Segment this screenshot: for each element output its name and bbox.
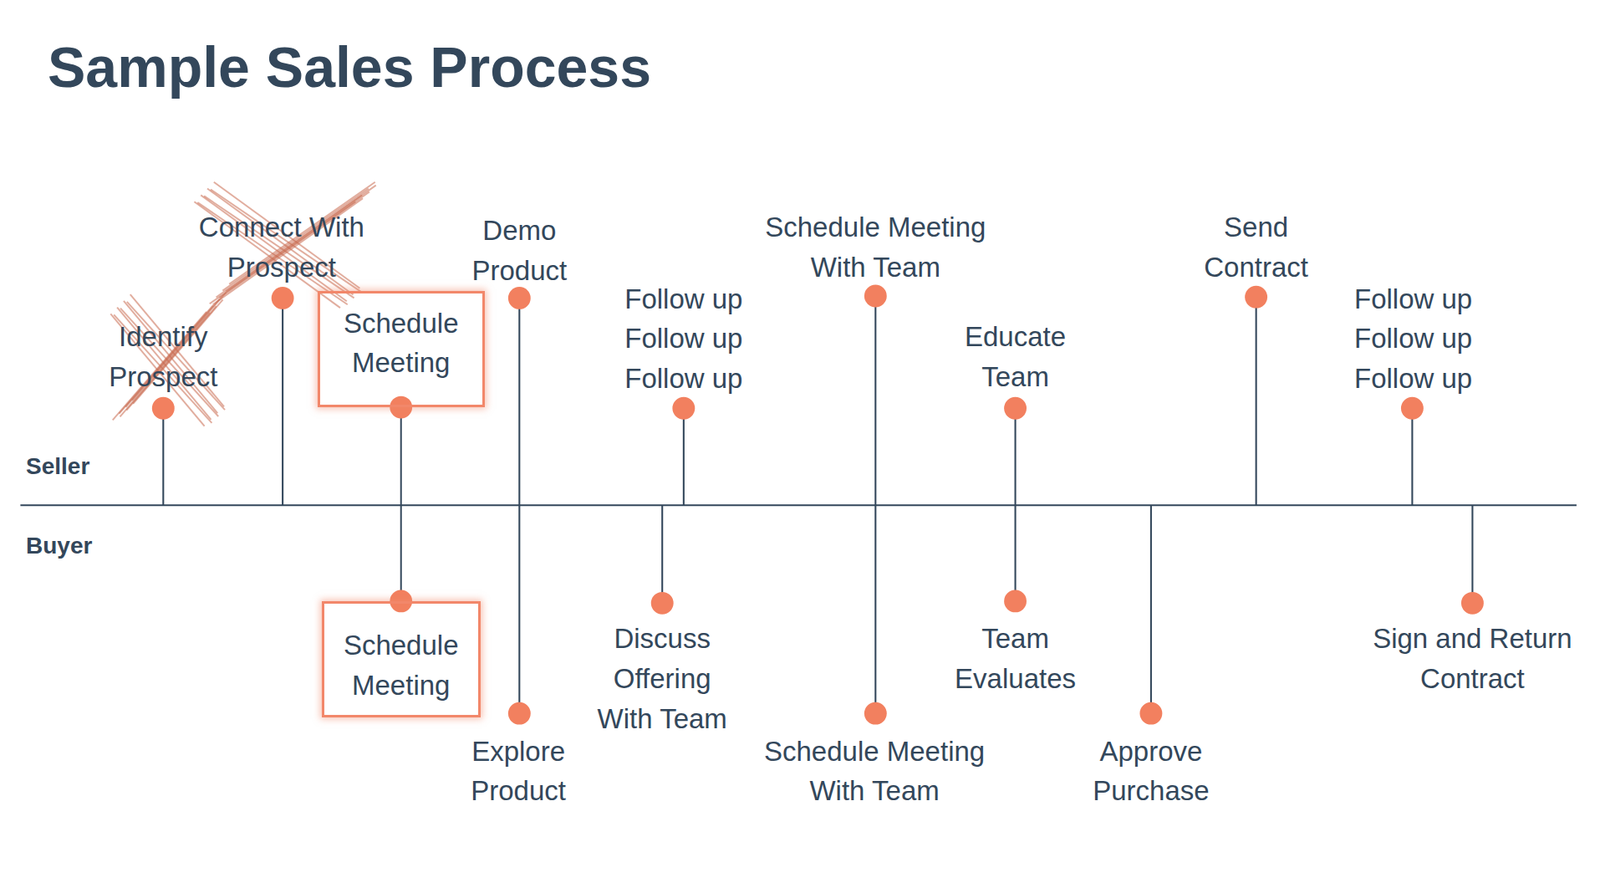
- stem: [162, 407, 164, 505]
- dot: [389, 396, 413, 419]
- dot: [508, 286, 531, 310]
- dot: [271, 286, 295, 310]
- stems: [20, 295, 1577, 714]
- step-label: Identify Prospect: [91, 316, 235, 397]
- step-label: Follow up: [591, 279, 776, 320]
- lane-label: Seller: [25, 452, 90, 481]
- dot: [1401, 397, 1424, 420]
- dot: [1244, 285, 1268, 309]
- step-label: Team Evaluates: [942, 618, 1089, 699]
- dot: [1003, 589, 1027, 612]
- connector-line: [400, 407, 403, 602]
- highlight-box: Schedule Meeting: [321, 601, 481, 718]
- stem: [1014, 407, 1017, 602]
- step-label: Follow up: [1321, 279, 1506, 320]
- dot: [651, 591, 674, 615]
- stem: [682, 407, 685, 505]
- step-label: Approve Purchase: [1071, 731, 1231, 811]
- step-label: Demo Product: [452, 210, 586, 291]
- step-label: Follow up: [591, 318, 776, 359]
- step-label: Discuss Offering With Team: [589, 618, 736, 739]
- step-label: Schedule Meeting: [326, 303, 476, 383]
- dot: [1139, 702, 1162, 725]
- dot: [152, 397, 175, 420]
- step-label: Explore Product: [451, 731, 586, 811]
- stem: [1150, 504, 1152, 714]
- stem: [1411, 407, 1413, 505]
- connector: [389, 396, 413, 613]
- step-label: Follow up: [591, 358, 776, 399]
- step-label: Follow up: [1321, 318, 1506, 359]
- dot: [672, 397, 695, 420]
- stem: [1255, 296, 1258, 505]
- step-label: Connect With Prospect: [191, 207, 372, 287]
- stem: [1471, 504, 1473, 603]
- dot: [1003, 397, 1027, 420]
- dot: [864, 702, 887, 725]
- title: Sample Sales Process: [47, 38, 652, 96]
- stem: [874, 295, 877, 714]
- dot: [508, 702, 531, 725]
- highlight-box: Schedule Meeting: [317, 290, 485, 408]
- dots: [152, 285, 1484, 725]
- dot: [864, 285, 887, 308]
- lane-label: Buyer: [25, 531, 92, 561]
- scribble-stroke: [200, 194, 347, 301]
- step-label: Follow up: [1321, 358, 1506, 399]
- step-label: Educate Team: [948, 316, 1083, 397]
- step-label: Schedule Meeting: [331, 625, 472, 705]
- step-label: Send Contract: [1189, 207, 1324, 287]
- timeline: [20, 504, 1577, 506]
- step-label: Sign and Return Contract: [1355, 618, 1590, 699]
- stem: [518, 297, 520, 714]
- stem: [661, 504, 663, 603]
- stem: [281, 297, 284, 505]
- dot: [1461, 591, 1484, 615]
- step-label: Schedule Meeting With Team: [749, 207, 1001, 287]
- scribble-stroke: [203, 195, 354, 298]
- step-label: Schedule Meeting With Team: [749, 731, 1000, 811]
